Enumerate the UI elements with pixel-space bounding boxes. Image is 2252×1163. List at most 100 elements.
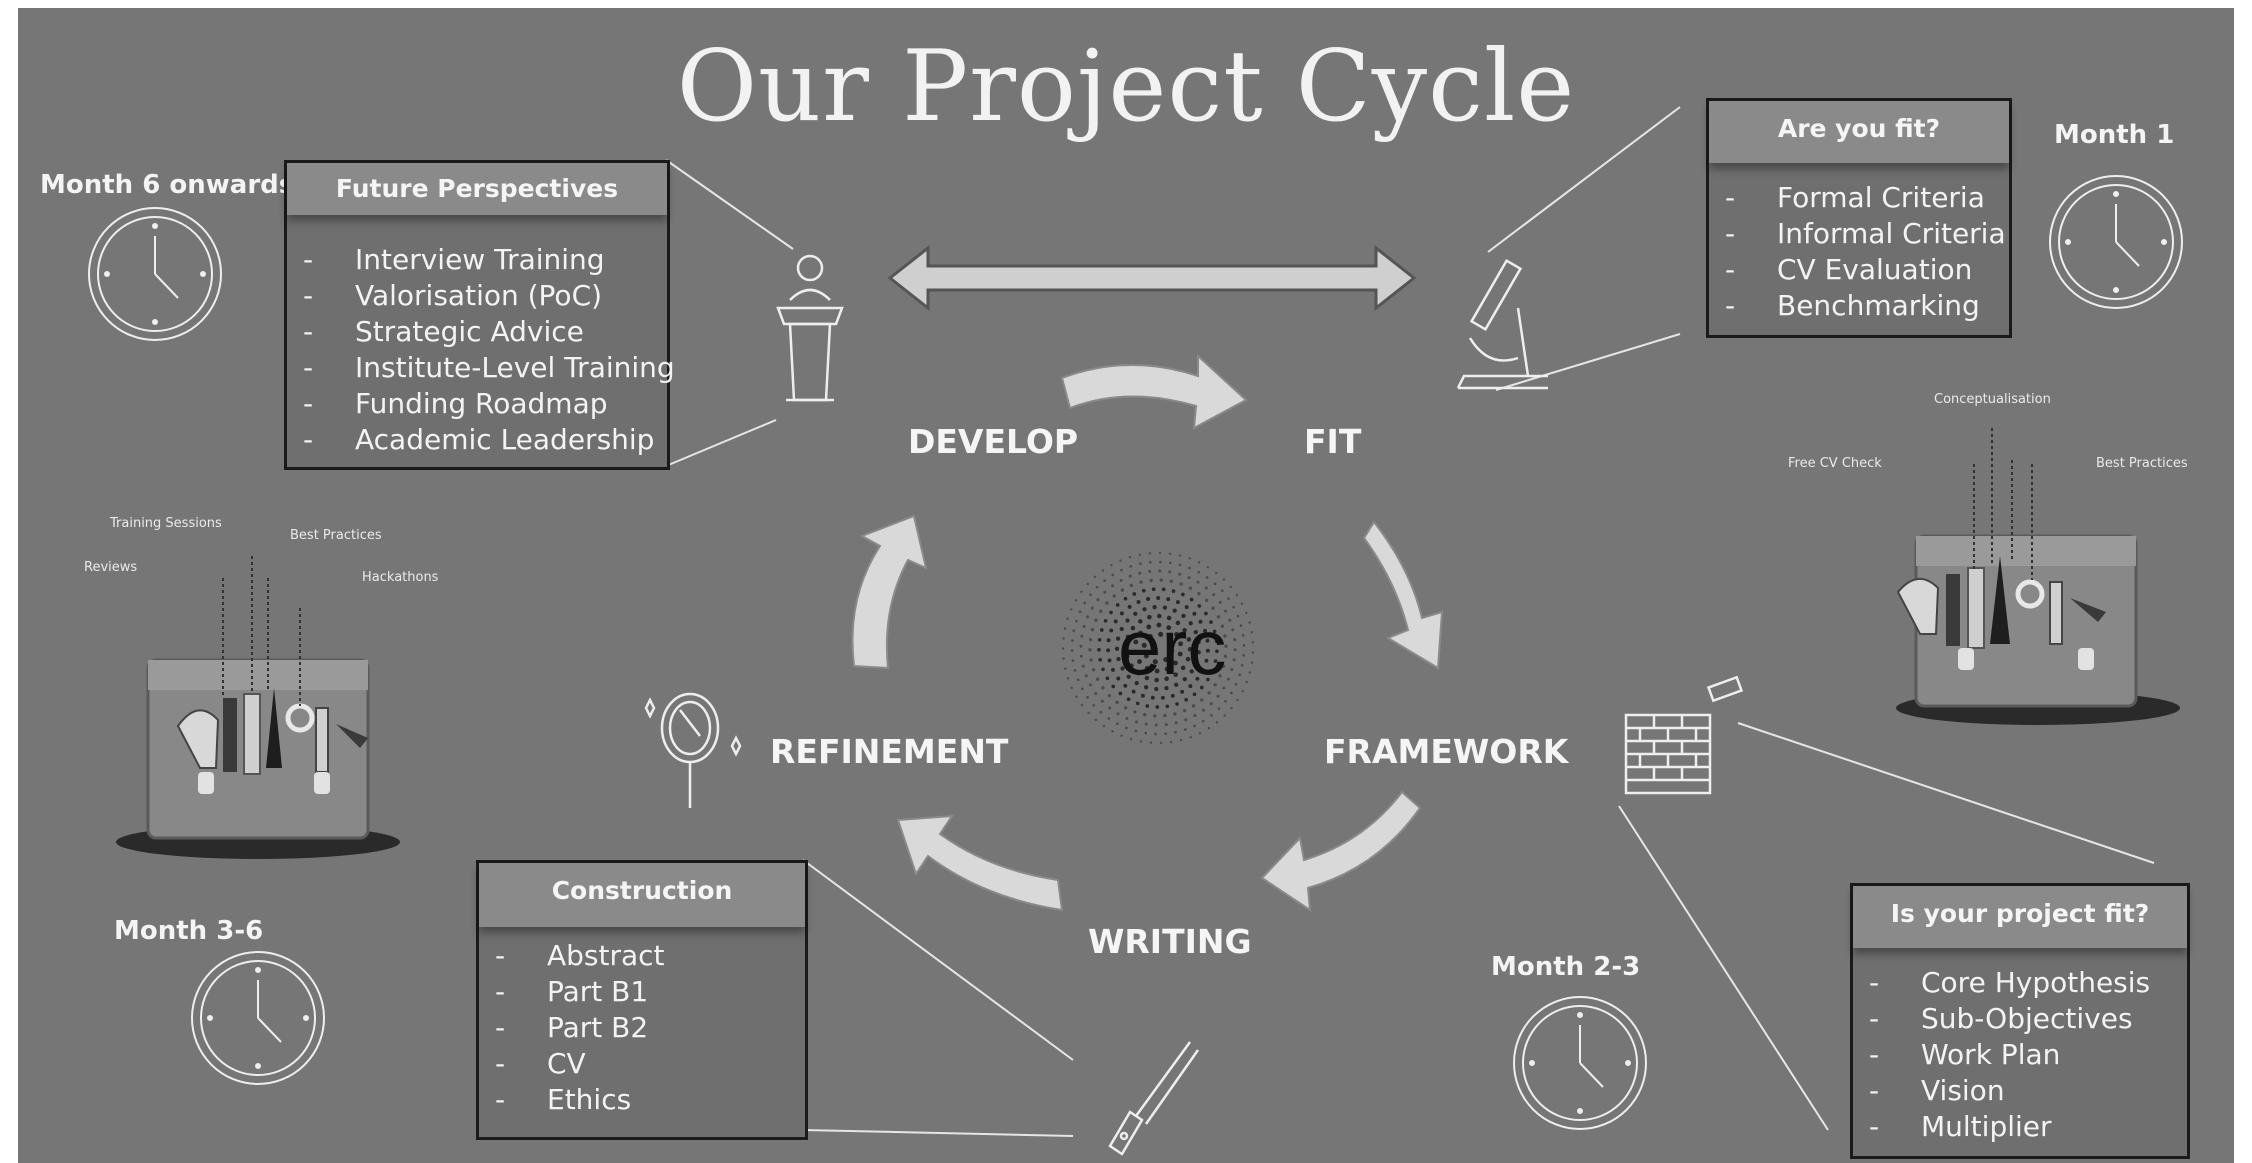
- erc-dot: [1128, 574, 1132, 578]
- erc-dot: [1109, 610, 1113, 615]
- erc-dot: [1132, 592, 1137, 596]
- erc-dot: [1138, 571, 1142, 575]
- erc-dot: [1171, 589, 1176, 593]
- toolbox-label: Training Sessions: [110, 516, 222, 531]
- erc-dot: [1125, 726, 1128, 730]
- erc-dot: [1097, 637, 1102, 642]
- erc-dot: [1119, 559, 1122, 562]
- erc-dot: [1189, 669, 1194, 674]
- erc-dot: [1120, 734, 1123, 737]
- erc-dot: [1196, 580, 1200, 584]
- erc-dot: [1143, 713, 1147, 717]
- erc-dot: [1220, 624, 1225, 628]
- erc-dot: [1158, 551, 1162, 555]
- arrow-develop-to-fit: [1060, 353, 1248, 430]
- erc-dot: [1071, 659, 1075, 662]
- erc-dot: [1215, 649, 1219, 654]
- erc-dot: [1193, 629, 1198, 635]
- erc-dot: [1224, 699, 1227, 703]
- list-item: Part B2: [479, 1011, 805, 1047]
- erc-dot: [1164, 732, 1167, 736]
- are-you-fit-box: Are you fit? Formal Criteria Informal Cr…: [1706, 98, 2012, 338]
- erc-dot: [1129, 565, 1133, 568]
- erc-dot: [1116, 712, 1120, 716]
- is-your-project-fit-box: Is your project fit? Core Hypothesis Sub…: [1850, 883, 2190, 1159]
- erc-dot: [1087, 711, 1090, 715]
- erc-dot: [1120, 568, 1123, 572]
- erc-dot: [1120, 588, 1125, 592]
- diagram-graphics: [88, 106, 2183, 1156]
- toolbox-icon: [116, 556, 400, 859]
- list-item: Ethics: [479, 1083, 805, 1119]
- erc-dot: [1094, 618, 1098, 622]
- clock-icon: [88, 207, 222, 341]
- construction-box: Construction Abstract Part B1 Part B2 CV…: [476, 860, 808, 1140]
- erc-dot: [1223, 654, 1228, 658]
- erc-dot: [1154, 677, 1159, 683]
- list-item: Informal Criteria: [1709, 217, 2009, 253]
- erc-dot: [1164, 723, 1168, 727]
- erc-dot: [1209, 702, 1213, 706]
- erc-dot: [1080, 703, 1084, 707]
- erc-dot: [1082, 624, 1086, 628]
- arrow-fit-to-framework: [1362, 520, 1444, 670]
- erc-dot: [1213, 659, 1218, 663]
- box-title: Is your project fit?: [1853, 886, 2187, 948]
- erc-dot: [1086, 696, 1089, 699]
- erc-dot: [1182, 676, 1187, 682]
- erc-dot: [1229, 691, 1233, 695]
- erc-dot: [1138, 619, 1143, 624]
- list-item: Valorisation (PoC): [287, 279, 667, 315]
- erc-dot: [1188, 586, 1193, 590]
- erc-dot: [1126, 674, 1131, 679]
- erc-dot: [1144, 722, 1148, 726]
- erc-dot: [1113, 619, 1118, 624]
- erc-dot: [1149, 560, 1152, 564]
- erc-dot: [1154, 686, 1159, 692]
- erc-dot: [1240, 602, 1244, 605]
- erc-dot: [1134, 720, 1138, 724]
- erc-dot: [1223, 714, 1226, 717]
- erc-dot: [1236, 614, 1240, 618]
- erc-dot: [1088, 638, 1093, 642]
- erc-dot: [1165, 704, 1170, 709]
- erc-dot: [1123, 706, 1128, 710]
- arrow-writing-to-refinement: [896, 814, 1064, 912]
- erc-dot: [1105, 676, 1110, 681]
- erc-dot: [1108, 706, 1112, 710]
- erc-dot: [1164, 685, 1169, 691]
- erc-dot: [1090, 628, 1095, 632]
- erc-dot: [1178, 641, 1184, 647]
- erc-dot: [1245, 680, 1248, 684]
- connector-lines: [665, 106, 2155, 1137]
- arrow-framework-to-writing: [1260, 790, 1422, 912]
- erc-dot: [1076, 678, 1080, 682]
- erc-dot: [1231, 628, 1235, 632]
- erc-dot: [1083, 601, 1087, 605]
- erc-dot: [1164, 676, 1169, 682]
- erc-dot: [1089, 593, 1092, 597]
- erc-dot: [1210, 714, 1213, 717]
- erc-dot: [1160, 695, 1165, 700]
- erc-dot: [1245, 611, 1248, 615]
- erc-dot: [1234, 682, 1238, 686]
- erc-dot: [1201, 719, 1205, 723]
- erc-dot: [1197, 561, 1201, 564]
- erc-dot: [1182, 628, 1187, 633]
- erc-dot: [1179, 738, 1183, 742]
- arrow-refinement-to-develop: [851, 514, 928, 670]
- erc-dot: [1163, 713, 1167, 718]
- erc-dot: [1062, 657, 1065, 660]
- list-item: Benchmarking: [1709, 289, 2009, 325]
- erc-dot: [1089, 658, 1093, 662]
- erc-dot: [1187, 576, 1191, 580]
- erc-dot: [1153, 714, 1157, 718]
- erc-dot: [1213, 683, 1217, 687]
- erc-dot: [1145, 704, 1150, 708]
- erc-dot: [1205, 648, 1210, 653]
- erc-dot: [1106, 648, 1111, 653]
- toolbox-icon: [1896, 428, 2180, 725]
- erc-dot: [1220, 589, 1224, 593]
- erc-dot: [1062, 637, 1065, 640]
- erc-dot: [1156, 596, 1161, 600]
